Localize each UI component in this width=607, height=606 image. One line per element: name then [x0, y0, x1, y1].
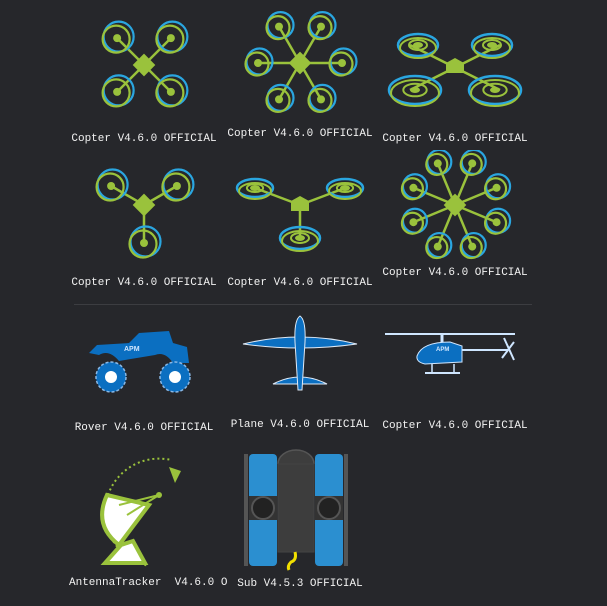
firmware-label: Rover V4.6.0 OFFICIAL [74, 422, 214, 434]
section-divider [74, 304, 532, 305]
firmware-label: Copter V4.6.0 OFFICIAL [382, 420, 528, 432]
antenna-tracker-icon [100, 457, 181, 567]
firmware-label: AntennaTracker V4.6.0 O [69, 577, 228, 589]
firmware-label: Copter V4.6.0 OFFICIAL [227, 128, 373, 140]
svg-text:APM: APM [436, 347, 449, 353]
hexacopter-icon [244, 11, 358, 113]
octacopter-icon [400, 150, 512, 260]
firmware-label: Sub V4.5.3 OFFICIAL [237, 578, 363, 590]
rover-icon: APM [89, 331, 191, 393]
tricopter-icon [95, 168, 195, 259]
y6-icon [235, 177, 365, 252]
firmware-label: Copter V4.6.0 OFFICIAL [382, 133, 528, 145]
firmware-label: Copter V4.6.0 OFFICIAL [227, 277, 373, 289]
firmware-label: Copter V4.6.0 OFFICIAL [71, 277, 217, 289]
plane-icon [242, 315, 358, 391]
octaquad-icon [387, 32, 523, 107]
helicopter-icon: APM [385, 333, 515, 374]
svg-text:APM: APM [124, 346, 140, 353]
sub-icon [244, 449, 348, 571]
quadcopter-icon [101, 20, 189, 108]
firmware-label: Copter V4.6.0 OFFICIAL [382, 267, 528, 279]
firmware-label: Copter V4.6.0 OFFICIAL [71, 133, 217, 145]
firmware-label: Plane V4.6.0 OFFICIAL [230, 419, 370, 431]
